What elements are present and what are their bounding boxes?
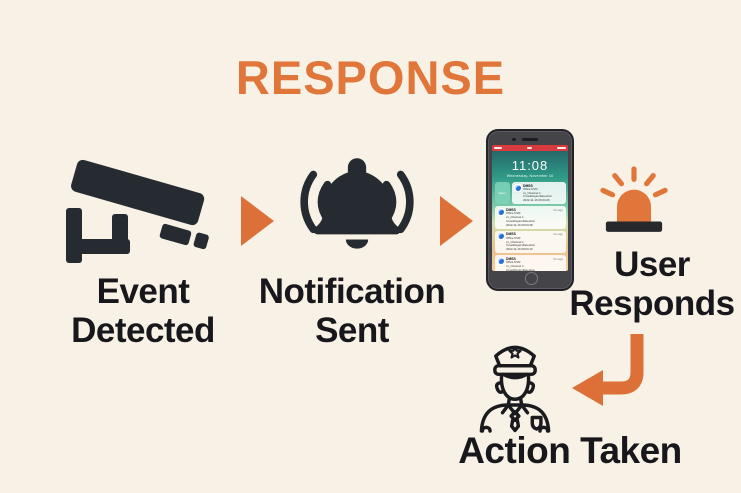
notification-time-ago: 5m ago bbox=[553, 256, 563, 261]
notification-channel: xx_Channel 1 bbox=[506, 215, 524, 220]
notification-text: DMSS Office NVR xx_Channel 1 CrossRegion… bbox=[523, 184, 552, 203]
lock-screen-date: Wednesday, November 16 bbox=[506, 174, 554, 178]
status-bar-wifi-mark bbox=[527, 147, 532, 149]
lock-screen-time: 11:08 bbox=[511, 158, 549, 173]
notification-event: CrossRegionDetection bbox=[506, 267, 535, 271]
dmss-app-icon bbox=[496, 207, 505, 216]
notification-card: DMSS Office NVR xx_Channel 1 CrossRegion… bbox=[494, 255, 566, 271]
notification-channel: xx_Channel 1 bbox=[506, 264, 524, 269]
label-line: Sent bbox=[315, 311, 389, 351]
notification-text: DMSS Office NVR xx_Channel 1 CrossRegion… bbox=[506, 232, 535, 251]
alarm-siren-icon bbox=[600, 166, 668, 232]
notification-device: Office NVR bbox=[506, 260, 521, 265]
dmss-logo-mark bbox=[497, 208, 504, 215]
notification-device: Office NVR bbox=[506, 211, 521, 216]
notification-time-ago: 4m ago bbox=[553, 232, 563, 237]
right-arrow-icon bbox=[440, 196, 473, 246]
notification-channel: xx_Channel 1 bbox=[523, 190, 541, 195]
label-line: Notification bbox=[258, 272, 446, 311]
dmss-logo-mark bbox=[514, 184, 521, 191]
notification-bell-icon bbox=[300, 158, 414, 249]
step-label-user-responds: User Responds bbox=[563, 245, 741, 323]
right-arrow-icon bbox=[241, 196, 274, 246]
notification-channel: xx_Channel 1 bbox=[506, 239, 524, 244]
step-label-event-detected: Event Detected bbox=[18, 272, 268, 350]
status-bar-carrier-marks bbox=[494, 147, 502, 149]
star-badge-icon bbox=[508, 345, 522, 359]
dmss-app-icon bbox=[496, 256, 505, 265]
notification-timestamp: 2022-11-16 09:04:26 bbox=[523, 198, 550, 203]
notification-stack: Open DMSS Office NVR xx_Channel 1 CrossR… bbox=[494, 182, 566, 271]
notification-app-name: DMSS bbox=[506, 232, 516, 237]
notification-app-name: DMSS bbox=[523, 183, 533, 188]
dmss-logo-mark bbox=[497, 257, 504, 264]
status-bar-battery-marks bbox=[557, 147, 566, 149]
notification-device: Office NVR bbox=[523, 186, 538, 191]
notification-open-button: Open bbox=[494, 182, 510, 205]
curved-down-left-arrow-icon bbox=[572, 334, 644, 406]
smartphone: 11:08 Wednesday, November 16 Open DMSS O… bbox=[486, 129, 574, 291]
label-line: Detected bbox=[71, 311, 215, 351]
notification-row: DMSS Office NVR xx_Channel 1 CrossRegion… bbox=[494, 255, 566, 271]
step-label-notification-sent: Notification Sent bbox=[232, 272, 472, 350]
notification-card: DMSS Office NVR xx_Channel 1 CrossRegion… bbox=[494, 230, 566, 254]
security-guard-icon bbox=[479, 345, 551, 433]
cctv-camera-icon bbox=[66, 159, 209, 263]
phone-front-camera-dot bbox=[512, 137, 516, 141]
notification-row: DMSS Office NVR xx_Channel 1 CrossRegion… bbox=[494, 206, 566, 229]
phone-home-button bbox=[525, 272, 538, 285]
notification-row: DMSS Office NVR xx_Channel 1 CrossRegion… bbox=[494, 230, 566, 254]
notification-app-name: DMSS bbox=[506, 256, 516, 261]
notification-text: DMSS Office NVR xx_Channel 1 CrossRegion… bbox=[506, 208, 535, 227]
page-title: RESPONSE bbox=[235, 51, 506, 104]
notification-event: CrossRegionDetection bbox=[506, 243, 535, 248]
notification-app-name: DMSS bbox=[506, 207, 516, 212]
notification-row: Open DMSS Office NVR xx_Channel 1 CrossR… bbox=[494, 182, 566, 205]
phone-speaker-slit bbox=[522, 138, 538, 141]
notification-text: DMSS Office NVR xx_Channel 1 CrossRegion… bbox=[506, 257, 535, 271]
phone-lock-screen: 11:08 Wednesday, November 16 Open DMSS O… bbox=[492, 145, 568, 271]
notification-event: CrossRegionDetection bbox=[506, 218, 535, 223]
notification-time-ago: 4m ago bbox=[553, 207, 563, 212]
label-line: Responds bbox=[569, 284, 735, 324]
notification-event: CrossRegionDetection bbox=[523, 194, 552, 199]
phone-status-bar bbox=[492, 145, 568, 151]
dmss-app-icon bbox=[496, 232, 505, 241]
notification-card: DMSS Office NVR xx_Channel 1 CrossRegion… bbox=[494, 206, 566, 229]
dmss-logo-mark bbox=[497, 233, 504, 240]
notification-device: Office NVR bbox=[506, 235, 521, 240]
label-line: Event bbox=[96, 272, 190, 311]
notification-timestamp: 2022-11-16 09:03:48 bbox=[506, 222, 533, 227]
dmss-app-icon bbox=[513, 183, 522, 192]
step-label-action-taken: Action Taken bbox=[458, 430, 682, 471]
label-line: User bbox=[614, 245, 690, 284]
notification-card: DMSS Office NVR xx_Channel 1 CrossRegion… bbox=[511, 182, 566, 205]
notification-timestamp: 2022-11-16 09:03:10 bbox=[506, 247, 533, 252]
